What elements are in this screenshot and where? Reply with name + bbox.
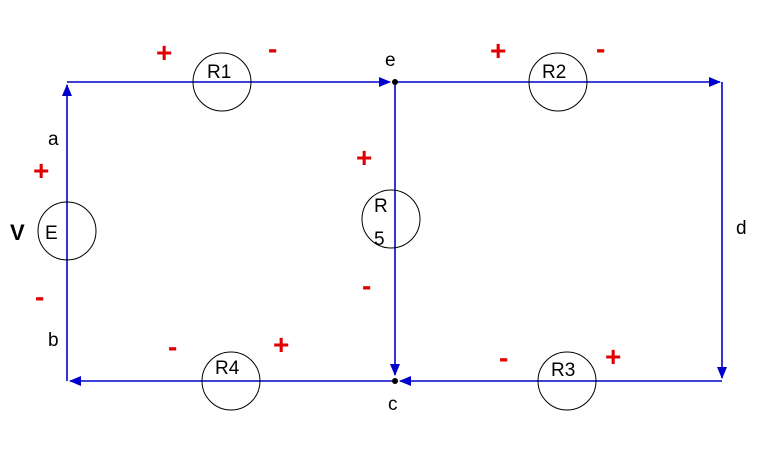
node-label-d: d [736, 218, 747, 239]
voltage-label: V [10, 220, 25, 245]
voltage-source-label: E [45, 223, 58, 244]
r1-minus-sign: - [268, 33, 277, 64]
resistor-r4-label: R4 [215, 358, 240, 379]
resistor-r2-label: R2 [542, 62, 566, 83]
r1-plus-sign: + [156, 37, 172, 68]
resistor-r3-circle [537, 351, 597, 411]
node-label-a: a [48, 129, 59, 150]
voltage-source-circle [37, 201, 97, 261]
node-label-b: b [48, 330, 59, 351]
r2-plus-sign: + [490, 35, 506, 66]
r5-minus-sign: - [362, 270, 371, 301]
junction-c-dot [392, 378, 398, 384]
r4-minus-sign: - [168, 331, 177, 362]
node-label-e: e [385, 50, 396, 71]
r2-minus-sign: - [596, 33, 605, 64]
r3-plus-sign: + [605, 341, 621, 372]
junction-e-dot [392, 79, 398, 85]
resistor-r1-circle [192, 52, 252, 112]
node-label-c: c [388, 394, 398, 415]
resistor-r5-label-bottom: 5 [374, 229, 385, 250]
resistor-r2-circle [528, 52, 588, 112]
resistor-r5-circle [361, 189, 421, 249]
source-minus-sign: - [35, 281, 44, 312]
resistor-r5-label-top: R [374, 196, 388, 217]
source-plus-sign: + [33, 155, 49, 186]
r5-plus-sign: + [356, 142, 372, 173]
r4-plus-sign: + [273, 329, 289, 360]
r3-minus-sign: - [499, 342, 508, 373]
resistor-r1-label: R1 [207, 62, 231, 83]
resistor-r4-circle [201, 351, 261, 411]
resistor-r3-label: R3 [551, 360, 575, 381]
